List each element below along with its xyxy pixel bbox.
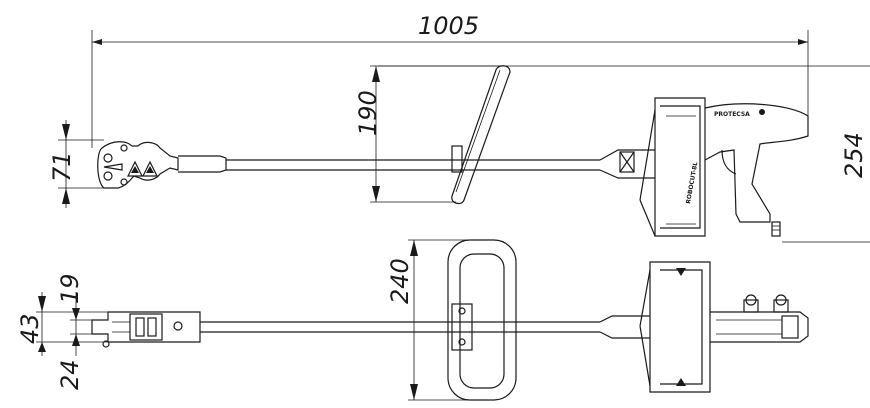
motor-body: ROBOCUT-8L PROTECSA (639, 97, 809, 237)
top-view-handle (447, 239, 517, 401)
top-view-head (91, 311, 201, 348)
dim-text-head-depth-total: 43 (16, 313, 44, 344)
top-view: 43 19 24 240 (16, 239, 809, 401)
warning-icon (142, 160, 158, 177)
dimension-handle-height: 190 (354, 65, 500, 203)
dimension-head-height: 71 (48, 120, 104, 208)
dimension-overall-length: 1005 (91, 12, 809, 148)
dim-text-overall-length: 1005 (418, 12, 479, 40)
dim-text-head-depth-lower: 24 (56, 359, 84, 390)
brand-logo-icon (759, 109, 765, 115)
warning-icon (127, 160, 143, 177)
dimension-handle-width: 240 (386, 239, 470, 401)
dim-text-handle-width: 240 (386, 258, 414, 304)
side-view: 1005 71 (48, 12, 870, 243)
dim-text-total-height: 254 (840, 132, 868, 178)
dimension-total-height: 254 (378, 65, 870, 243)
dim-text-handle-height: 190 (354, 90, 382, 136)
dim-text-head-height: 71 (48, 151, 76, 182)
shaft (178, 145, 655, 179)
dimension-head-depth: 43 19 24 (16, 273, 108, 390)
top-view-shaft (200, 315, 650, 339)
cutting-head (97, 141, 179, 189)
brand-label: PROTECSA (714, 111, 750, 118)
handle (451, 65, 511, 205)
model-label: ROBOCUT-8L (685, 161, 699, 204)
dim-text-head-depth-upper: 19 (56, 273, 84, 304)
top-view-motor (639, 261, 809, 393)
